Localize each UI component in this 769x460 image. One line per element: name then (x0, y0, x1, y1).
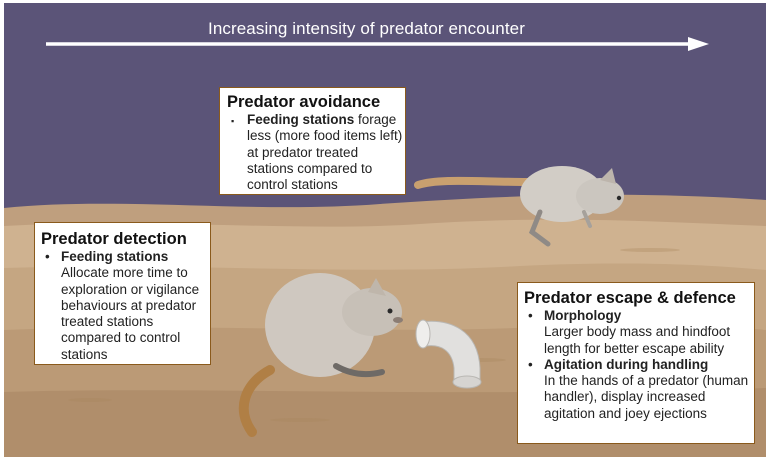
item-heading: Morphology (544, 308, 622, 323)
intensity-axis-label: Increasing intensity of predator encount… (208, 19, 525, 38)
bullet-icon: • (45, 249, 50, 264)
box-heading: Predator avoidance (227, 93, 381, 111)
feeding-bettong-illustration (238, 273, 403, 437)
predator-avoidance-box: Predator avoidance ▪ Feeding stations fo… (219, 87, 406, 195)
bullet-square-icon: ▪ (231, 116, 235, 126)
list-item: • Agitation during handling In the hands… (524, 357, 754, 422)
bullet-list: • Feeding stations Allocate more time to… (41, 249, 210, 363)
item-text: forage less (more food items left) at pr… (247, 112, 403, 193)
bullet-list: ▪ Feeding stations forage less (more foo… (227, 112, 405, 193)
bullet-list: • Morphology Larger body mass and hindfo… (524, 308, 754, 422)
predator-escape-defence-box: Predator escape & defence • Morphology L… (517, 282, 755, 444)
item-heading: Feeding stations (247, 112, 355, 127)
list-item: ▪ Feeding stations forage less (more foo… (227, 112, 405, 193)
bullet-icon: • (528, 356, 533, 372)
intensity-arrow (46, 37, 709, 51)
pvc-pipe-illustration (415, 319, 482, 389)
box-heading: Predator detection (41, 230, 187, 248)
item-heading: Agitation during handling (544, 356, 709, 372)
predator-detection-box: Predator detection • Feeding stations Al… (34, 222, 211, 365)
item-text: Allocate more time to exploration or vig… (61, 265, 200, 362)
box-heading: Predator escape & defence (524, 289, 736, 307)
list-item: • Feeding stations Allocate more time to… (41, 249, 210, 363)
item-heading: Feeding stations (61, 249, 169, 264)
leaping-bettong-illustration (414, 166, 624, 247)
bullet-icon: • (528, 308, 533, 323)
item-text: In the hands of a predator (human handle… (544, 373, 749, 421)
list-item: • Morphology Larger body mass and hindfo… (524, 308, 754, 357)
item-text: Larger body mass and hindfoot length for… (544, 324, 731, 356)
